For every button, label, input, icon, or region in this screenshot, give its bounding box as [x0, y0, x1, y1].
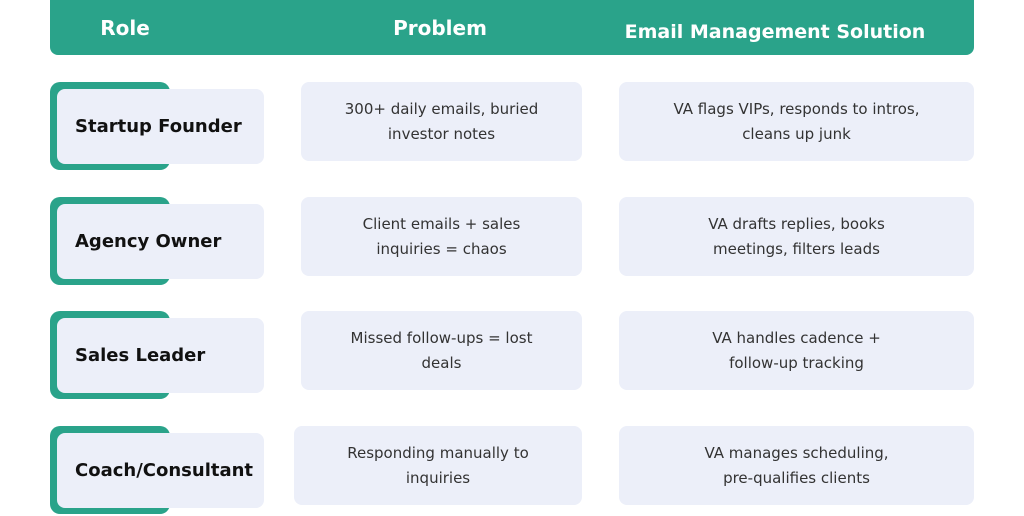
solution-line: cleans up junk	[742, 124, 851, 143]
problem-cell: Missed follow-ups = lost deals	[301, 311, 582, 390]
problem-line: 300+ daily emails, buried	[344, 99, 539, 118]
problem-line: deals	[421, 353, 462, 372]
problem-line: inquiries = chaos	[376, 239, 507, 258]
solution-line: meetings, filters leads	[713, 239, 880, 258]
role-cell: Startup Founder	[57, 89, 264, 164]
problem-line: investor notes	[387, 124, 496, 143]
solution-cell: VA flags VIPs, responds to intros, clean…	[619, 82, 974, 161]
solution-line: VA drafts replies, books	[708, 214, 885, 233]
solution-cell: VA manages scheduling, pre-qualifies cli…	[619, 426, 974, 505]
problem-cell: Responding manually to inquiries	[294, 426, 582, 505]
problem-line: Responding manually to	[347, 443, 529, 462]
problem-line: Client emails + sales	[362, 214, 521, 233]
header-role: Role	[100, 15, 150, 40]
table-row: Agency Owner Client emails + sales inqui…	[0, 197, 1024, 287]
solution-cell: VA handles cadence + follow-up tracking	[619, 311, 974, 390]
problem-cell: Client emails + sales inquiries = chaos	[301, 197, 582, 276]
header-problem: Problem	[393, 15, 487, 40]
table-row: Sales Leader Missed follow-ups = lost de…	[0, 311, 1024, 401]
problem-line: inquiries	[405, 468, 471, 487]
solution-cell: VA drafts replies, books meetings, filte…	[619, 197, 974, 276]
role-cell: Sales Leader	[57, 318, 264, 393]
problem-cell: 300+ daily emails, buried investor notes	[301, 82, 582, 161]
solution-line: VA handles cadence +	[712, 328, 881, 347]
table-header: Role Problem Email Management Solution	[50, 0, 974, 55]
solution-line: VA manages scheduling,	[704, 443, 889, 462]
role-cell: Coach/Consultant	[57, 433, 264, 508]
solution-line: pre-qualifies clients	[723, 468, 870, 487]
role-cell: Agency Owner	[57, 204, 264, 279]
solution-line: follow-up tracking	[729, 353, 864, 372]
header-solution: Email Management Solution	[624, 20, 926, 43]
solution-line: VA flags VIPs, responds to intros,	[673, 99, 920, 118]
table-row: Startup Founder 300+ daily emails, burie…	[0, 82, 1024, 172]
table-row: Coach/Consultant Responding manually to …	[0, 426, 1024, 516]
problem-line: Missed follow-ups = lost	[350, 328, 533, 347]
